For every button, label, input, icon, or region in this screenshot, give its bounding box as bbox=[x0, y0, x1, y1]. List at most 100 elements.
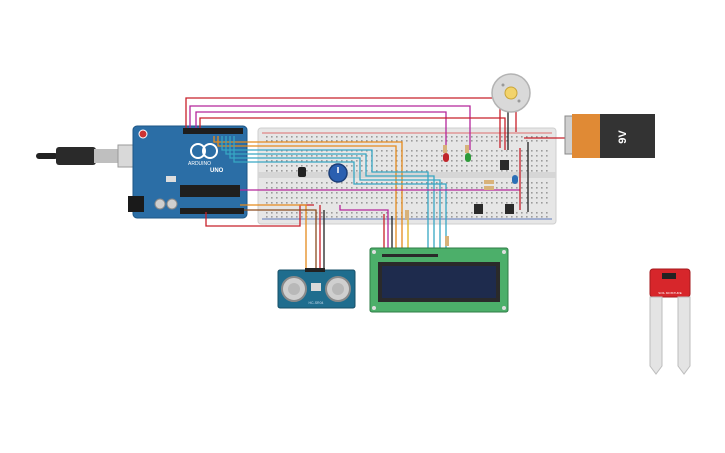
breadboard-hole bbox=[351, 140, 353, 142]
breadboard-hole bbox=[451, 155, 453, 157]
breadboard-hole bbox=[431, 202, 433, 204]
breadboard-hole bbox=[406, 170, 408, 172]
resistors[interactable] bbox=[405, 145, 494, 246]
breadboard-hole bbox=[421, 150, 423, 152]
breadboard-hole bbox=[311, 202, 313, 204]
breadboard-hole bbox=[376, 182, 378, 184]
crystal bbox=[166, 176, 176, 182]
breadboard-hole bbox=[451, 150, 453, 152]
breadboard-hole bbox=[301, 216, 303, 218]
breadboard-hole bbox=[346, 202, 348, 204]
breadboard-hole bbox=[471, 182, 473, 184]
breadboard-hole bbox=[381, 212, 383, 214]
breadboard-hole bbox=[471, 170, 473, 172]
lcd-16x2[interactable] bbox=[369, 247, 509, 313]
leds[interactable] bbox=[443, 153, 518, 184]
breadboard-hole bbox=[411, 170, 413, 172]
breadboard-hole bbox=[531, 182, 533, 184]
digital-header[interactable] bbox=[183, 128, 243, 134]
led-blue[interactable] bbox=[512, 175, 518, 184]
breadboard-hole bbox=[531, 155, 533, 157]
breadboard-hole bbox=[451, 202, 453, 204]
breadboard-hole bbox=[466, 140, 468, 142]
breadboard-hole bbox=[526, 202, 528, 204]
atmega-chip bbox=[180, 185, 240, 197]
breadboard-hole bbox=[476, 140, 478, 142]
breadboard-hole bbox=[471, 187, 473, 189]
breadboard-hole bbox=[276, 187, 278, 189]
breadboard-hole bbox=[316, 160, 318, 162]
breadboard-hole bbox=[446, 182, 448, 184]
soil-sensor-pins[interactable] bbox=[662, 273, 676, 279]
arduino-uno[interactable]: ARDUINO UNO bbox=[128, 125, 248, 219]
breadboard-hole bbox=[541, 170, 543, 172]
transistor-1[interactable] bbox=[500, 160, 509, 170]
potentiometer[interactable] bbox=[328, 163, 348, 183]
breadboard-hole bbox=[441, 197, 443, 199]
breadboard-hole bbox=[436, 140, 438, 142]
breadboard-hole bbox=[521, 140, 523, 142]
ultrasonic-pins[interactable] bbox=[305, 268, 325, 272]
transistors[interactable] bbox=[474, 160, 514, 214]
breadboard-hole bbox=[316, 165, 318, 167]
breadboard-hole bbox=[301, 136, 303, 138]
breadboard-hole bbox=[501, 170, 503, 172]
breadboard-hole bbox=[351, 136, 353, 138]
breadboard-hole bbox=[521, 150, 523, 152]
soil-moisture-sensor[interactable]: SOIL MOISTURE bbox=[649, 268, 691, 375]
breadboard-hole bbox=[271, 160, 273, 162]
breadboard-hole bbox=[386, 182, 388, 184]
breadboard-hole bbox=[501, 197, 503, 199]
transistor-2[interactable] bbox=[474, 204, 483, 214]
breadboard-hole bbox=[386, 170, 388, 172]
wires[interactable] bbox=[185, 97, 566, 270]
usb-cable[interactable] bbox=[36, 144, 143, 168]
breadboard-hole bbox=[436, 212, 438, 214]
breadboard-hole bbox=[281, 212, 283, 214]
breadboard-hole bbox=[436, 160, 438, 162]
breadboard-hole bbox=[361, 136, 363, 138]
reset-button[interactable] bbox=[138, 129, 148, 139]
breadboard-hole bbox=[496, 140, 498, 142]
breadboard-hole bbox=[486, 155, 488, 157]
lcd-header-pins[interactable] bbox=[382, 254, 438, 257]
breadboard-hole bbox=[511, 216, 513, 218]
temperature-sensor[interactable] bbox=[298, 167, 306, 177]
breadboard-hole bbox=[541, 160, 543, 162]
breadboard-hole bbox=[391, 170, 393, 172]
breadboard-hole bbox=[506, 140, 508, 142]
breadboard-hole bbox=[481, 187, 483, 189]
breadboard-hole bbox=[346, 197, 348, 199]
breadboard-hole bbox=[446, 170, 448, 172]
breadboard-hole bbox=[306, 140, 308, 142]
breadboard-hole bbox=[341, 197, 343, 199]
breadboard-hole bbox=[461, 216, 463, 218]
breadboard-hole bbox=[341, 192, 343, 194]
breadboard-hole bbox=[531, 170, 533, 172]
breadboard-hole bbox=[291, 187, 293, 189]
breadboard-hole bbox=[456, 182, 458, 184]
breadboard-hole bbox=[291, 150, 293, 152]
transistor-3[interactable] bbox=[505, 204, 514, 214]
power-jack[interactable] bbox=[128, 196, 144, 212]
breadboard-hole bbox=[276, 182, 278, 184]
breadboard-hole bbox=[366, 136, 368, 138]
breadboard-hole bbox=[301, 155, 303, 157]
breadboard-hole bbox=[461, 150, 463, 152]
breadboard-hole bbox=[496, 170, 498, 172]
breadboard-hole bbox=[416, 216, 418, 218]
breadboard-hole bbox=[426, 165, 428, 167]
breadboard-hole bbox=[461, 182, 463, 184]
breadboard-hole bbox=[271, 136, 273, 138]
dc-motor[interactable] bbox=[491, 73, 531, 113]
battery-9v[interactable]: 9V bbox=[564, 114, 655, 158]
breadboard-hole bbox=[371, 197, 373, 199]
ultrasonic-sensor[interactable]: HC-SR04 bbox=[277, 268, 356, 309]
breadboard-hole bbox=[391, 150, 393, 152]
breadboard-hole bbox=[376, 165, 378, 167]
led-red[interactable] bbox=[443, 153, 449, 162]
analog-header[interactable] bbox=[180, 208, 244, 214]
breadboard-hole bbox=[311, 136, 313, 138]
breadboard-hole bbox=[481, 140, 483, 142]
led-green[interactable] bbox=[465, 153, 471, 162]
